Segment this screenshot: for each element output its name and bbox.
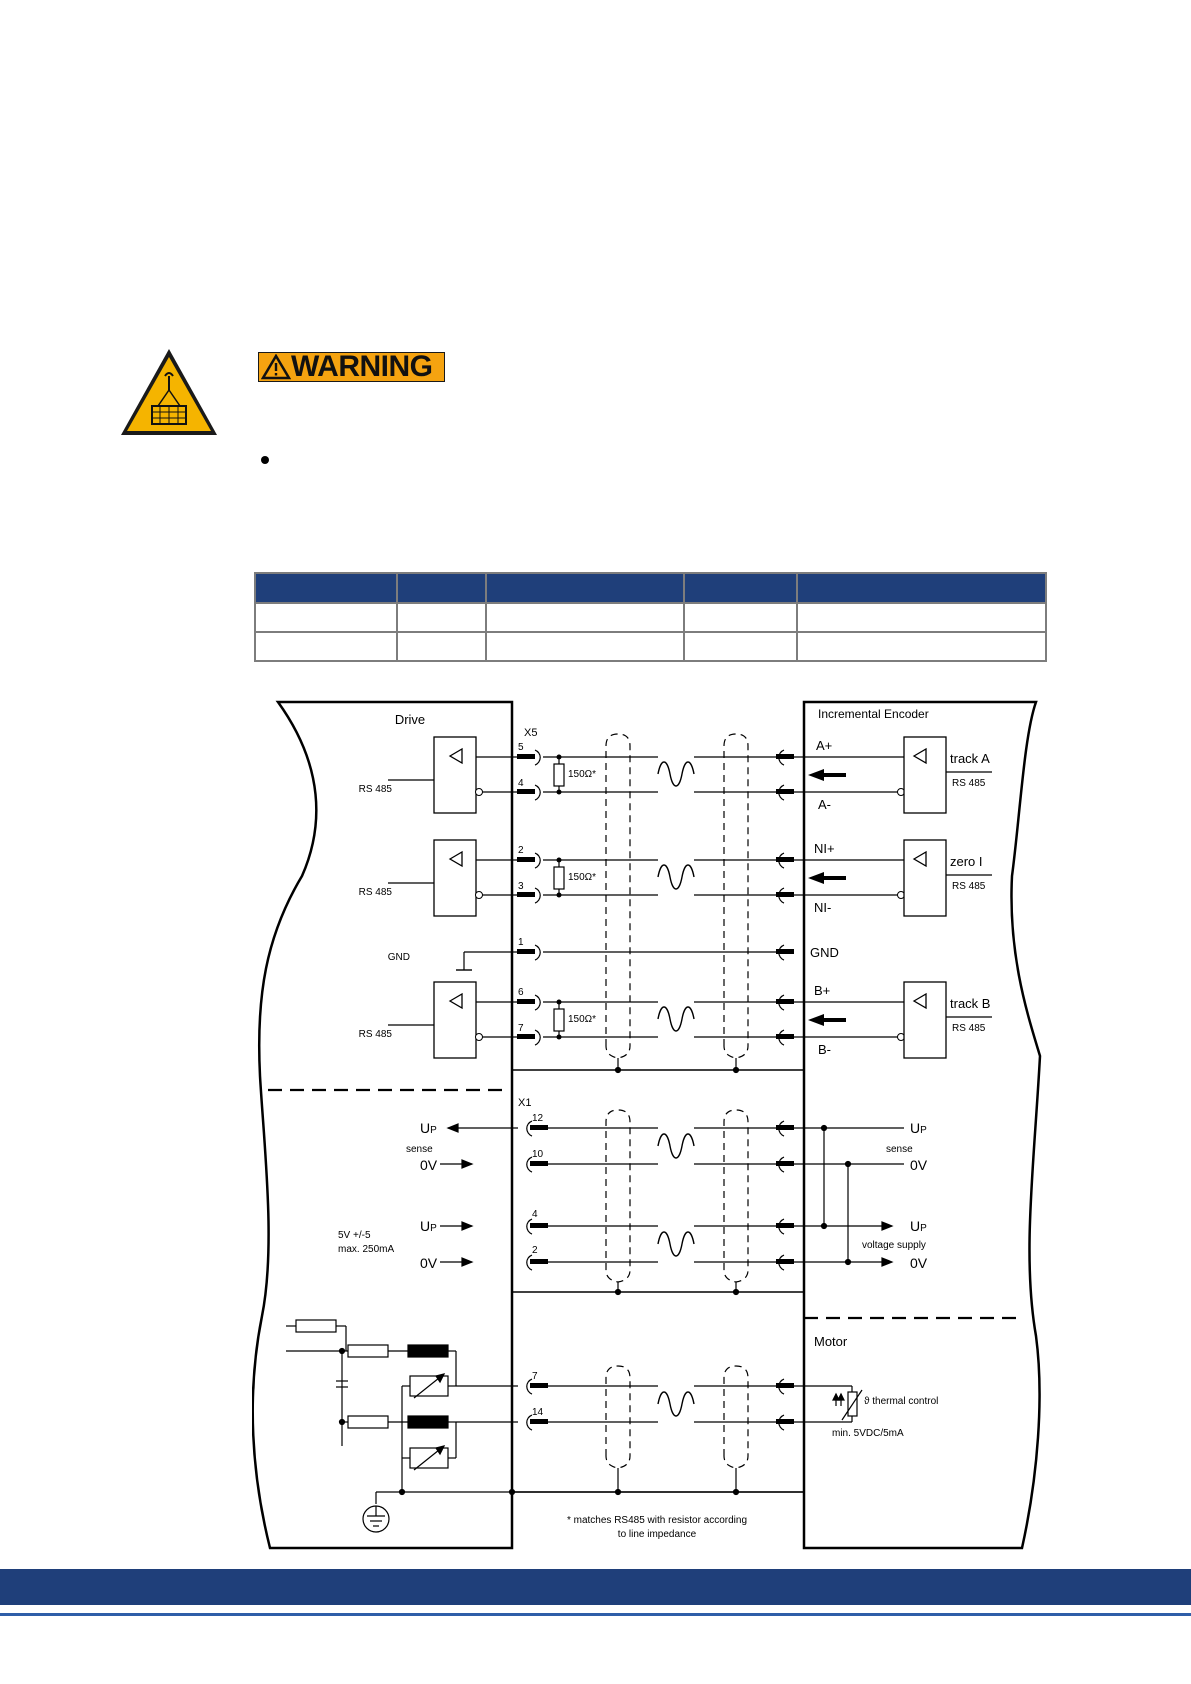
table-header-cell <box>254 572 398 604</box>
footnote-line-1: * matches RS485 with resistor according <box>567 1515 747 1526</box>
zero-v-right: 0V <box>910 1157 928 1173</box>
rs485-label: RS 485 <box>952 778 986 789</box>
rs485-label: RS 485 <box>952 1023 986 1034</box>
resistor-label: 150Ω* <box>568 1014 596 1025</box>
signal-ni-minus: NI- <box>814 900 831 915</box>
table-cell <box>396 602 487 633</box>
table-cell <box>254 602 398 633</box>
table-header-row <box>254 572 1047 604</box>
supply-spec-2: max. 250mA <box>338 1244 394 1255</box>
pin-4-supply: 4 <box>532 1209 538 1220</box>
pin-5: 5 <box>518 742 524 753</box>
pin-4: 4 <box>518 778 524 789</box>
table-cell <box>485 602 685 633</box>
warning-label: WARNING <box>291 350 433 383</box>
table-header-cell <box>485 572 685 604</box>
thermal-control-label: ϑ thermal control <box>864 1396 938 1407</box>
wiring-diagram: Drive Incremental Encoder Motor X5 X1 RS… <box>252 700 1042 1550</box>
pin-7: 7 <box>518 1023 524 1034</box>
pin-3: 3 <box>518 881 524 892</box>
table-row <box>254 631 1047 662</box>
channel-ni: RS 485 2 3 150Ω* NI+ NI- <box>359 839 992 917</box>
track-a-label: track A <box>950 751 990 766</box>
zero-v-supply-right: 0V <box>910 1255 928 1271</box>
pin-1: 1 <box>518 937 524 948</box>
signal-b-minus: B- <box>818 1042 831 1057</box>
up-supply-right: UP <box>910 1218 927 1234</box>
table-cell <box>485 631 685 662</box>
rs485-label: RS 485 <box>359 1029 393 1040</box>
table-row <box>254 602 1047 633</box>
gnd-line: GND 1 GND <box>388 937 839 971</box>
table-cell <box>796 631 1047 662</box>
table-cell <box>254 631 398 662</box>
connector-x5-label: X5 <box>524 727 537 739</box>
track-b-label: track B <box>950 996 990 1011</box>
signal-a-minus: A- <box>818 797 831 812</box>
footer-band <box>0 1569 1191 1605</box>
warning-triangle-icon <box>261 354 291 380</box>
cable-shields <box>605 733 749 1469</box>
drive-label: Drive <box>395 712 425 727</box>
pin-12: 12 <box>532 1113 544 1124</box>
supply-section <box>440 1120 904 1271</box>
voltage-supply-label: voltage supply <box>862 1240 926 1251</box>
connector-x1-label: X1 <box>518 1097 531 1109</box>
warning-badge: WARNING <box>258 352 445 382</box>
signal-a-plus: A+ <box>816 738 832 753</box>
footer-line <box>0 1613 1191 1616</box>
supply-spec-1: 5V +/-5 <box>338 1230 371 1241</box>
bullet-point <box>261 456 269 464</box>
table-cell <box>683 631 798 662</box>
pin-10: 10 <box>532 1149 544 1160</box>
rs485-label: RS 485 <box>359 784 393 795</box>
gnd-drive-label: GND <box>388 952 410 963</box>
zero-v-supply-left: 0V <box>420 1255 438 1271</box>
table-header-cell <box>683 572 798 604</box>
pin-14-motor: 14 <box>532 1407 544 1418</box>
zero-i-label: zero I <box>950 854 983 869</box>
pin-6: 6 <box>518 987 524 998</box>
signal-ni-plus: NI+ <box>814 841 835 856</box>
table-header-cell <box>396 572 487 604</box>
sense-right-label: sense <box>886 1144 913 1155</box>
table-cell <box>683 602 798 633</box>
encoder-label: Incremental Encoder <box>818 707 929 721</box>
footnote-line-2: to line impedance <box>618 1529 697 1540</box>
up-sense-right: UP <box>910 1120 927 1136</box>
zero-v-left: 0V <box>420 1157 438 1173</box>
min-voltage-label: min. 5VDC/5mA <box>832 1428 904 1439</box>
up-supply-left: UP <box>420 1218 437 1234</box>
earth-ground-icon <box>362 1505 390 1533</box>
table-header-cell <box>796 572 1047 604</box>
signal-b-plus: B+ <box>814 983 830 998</box>
channel-a: RS 485 5 4 150Ω* A+ A- <box>359 736 992 814</box>
up-sense-left: UP <box>420 1120 437 1136</box>
rs485-label: RS 485 <box>359 887 393 898</box>
resistor-label: 150Ω* <box>568 872 596 883</box>
pin-2-supply: 2 <box>532 1245 538 1256</box>
suspended-load-warning-icon <box>121 349 217 435</box>
rs485-label: RS 485 <box>952 881 986 892</box>
motor-thermal-section <box>286 1319 863 1504</box>
motor-label: Motor <box>814 1334 848 1349</box>
sense-left-label: sense <box>406 1144 433 1155</box>
pin-2: 2 <box>518 845 524 856</box>
resistor-label: 150Ω* <box>568 769 596 780</box>
spec-table <box>254 572 1047 662</box>
pin-7-motor: 7 <box>532 1371 538 1382</box>
channel-b: RS 485 6 7 150Ω* B+ B- <box>359 981 992 1059</box>
gnd-encoder-label: GND <box>810 945 839 960</box>
table-cell <box>796 602 1047 633</box>
table-cell <box>396 631 487 662</box>
